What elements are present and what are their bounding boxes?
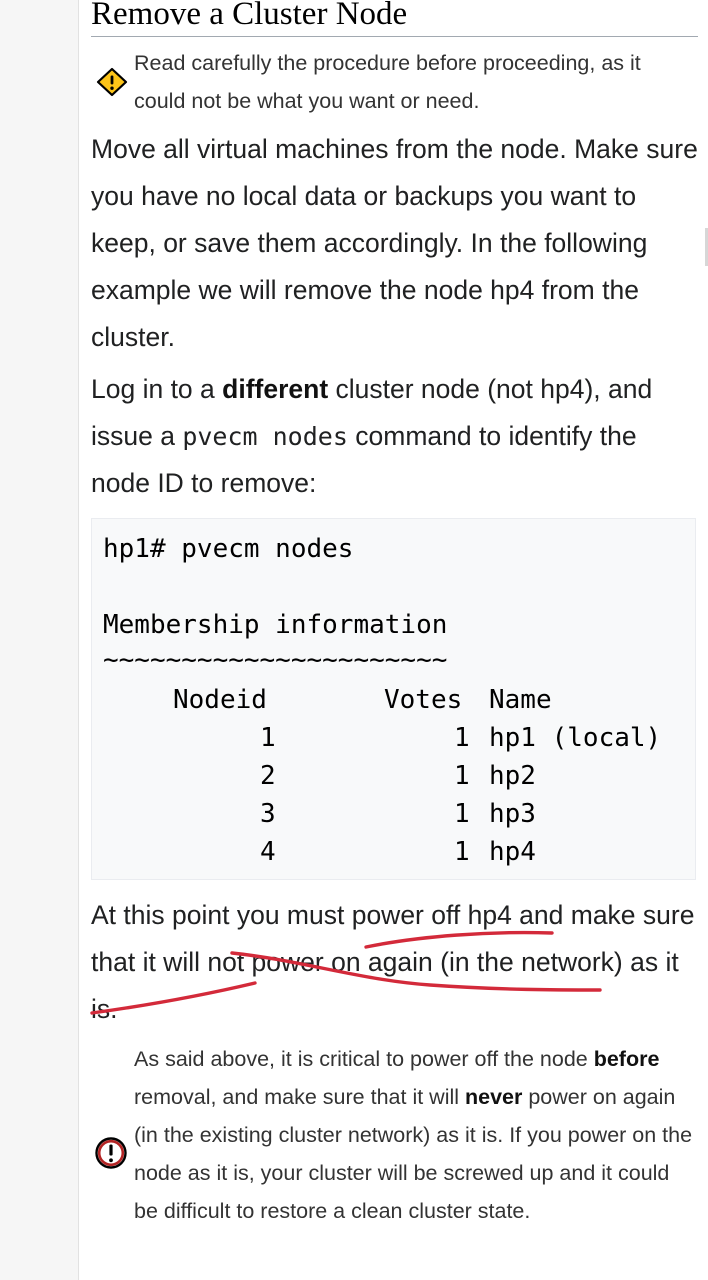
- critical-exclamation-icon: [95, 1137, 127, 1169]
- code-row-votes: 1: [454, 723, 470, 753]
- scrollbar-thumb[interactable]: [705, 228, 708, 266]
- critical-text-2: removal, and make sure that it will: [134, 1085, 465, 1109]
- code-row-name: hp2: [489, 761, 536, 791]
- section-heading: Remove a Cluster Node: [91, 0, 698, 37]
- critical-note: As said above, it is critical to power o…: [91, 1040, 698, 1270]
- code-row-nodeid: 1: [260, 723, 276, 753]
- paragraph-move-vms: Move all virtual machines from the node.…: [91, 134, 698, 352]
- code-row-votes: 1: [454, 837, 470, 867]
- p2-text-c: command to identify the node ID to remov…: [91, 421, 637, 498]
- critical-bold-never: never: [465, 1085, 523, 1109]
- p2-text-b: cluster node (not hp4), and issue a: [91, 374, 653, 451]
- code-block: hp1# pvecm nodes Membership information …: [91, 518, 696, 880]
- code-header-name: Name: [489, 685, 552, 715]
- code-row-name: hp1 (local): [489, 723, 662, 753]
- paragraph-log-in: Log in to a different cluster node (not …: [91, 366, 698, 507]
- inline-code-pvecm-nodes: pvecm nodes: [182, 422, 348, 451]
- critical-note-text: As said above, it is critical to power o…: [134, 1040, 694, 1230]
- critical-bold-before: before: [593, 1047, 660, 1071]
- code-row-name: hp3: [489, 799, 536, 829]
- warning-diamond-icon: [96, 67, 128, 97]
- p2-bold-different: different: [222, 374, 329, 404]
- warning-note: Read carefully the procedure before proc…: [91, 44, 698, 120]
- critical-text-3: power on again (in the existing cluster …: [134, 1085, 693, 1223]
- warning-note-text: Read carefully the procedure before proc…: [134, 51, 641, 113]
- code-row-nodeid: 3: [260, 799, 276, 829]
- code-underline: ~~~~~~~~~~~~~~~~~~~~~~: [103, 645, 448, 675]
- code-row-nodeid: 2: [260, 761, 276, 791]
- p2-text-a: Log in to a: [91, 374, 223, 404]
- code-row-votes: 1: [454, 799, 470, 829]
- code-row-votes: 1: [454, 761, 470, 791]
- paragraph-power-off: At this point you must power off hp4 and…: [91, 900, 695, 1024]
- code-header-votes: Votes: [384, 685, 463, 715]
- left-sidebar: [0, 0, 79, 1280]
- code-membership-title: Membership information: [103, 610, 448, 640]
- critical-text-1: As said above, it is critical to power o…: [134, 1047, 594, 1071]
- code-row-nodeid: 4: [260, 837, 276, 867]
- code-prompt-line: hp1# pvecm nodes: [103, 534, 354, 564]
- code-row-name: hp4: [489, 837, 536, 867]
- code-header-nodeid: Nodeid: [173, 685, 267, 715]
